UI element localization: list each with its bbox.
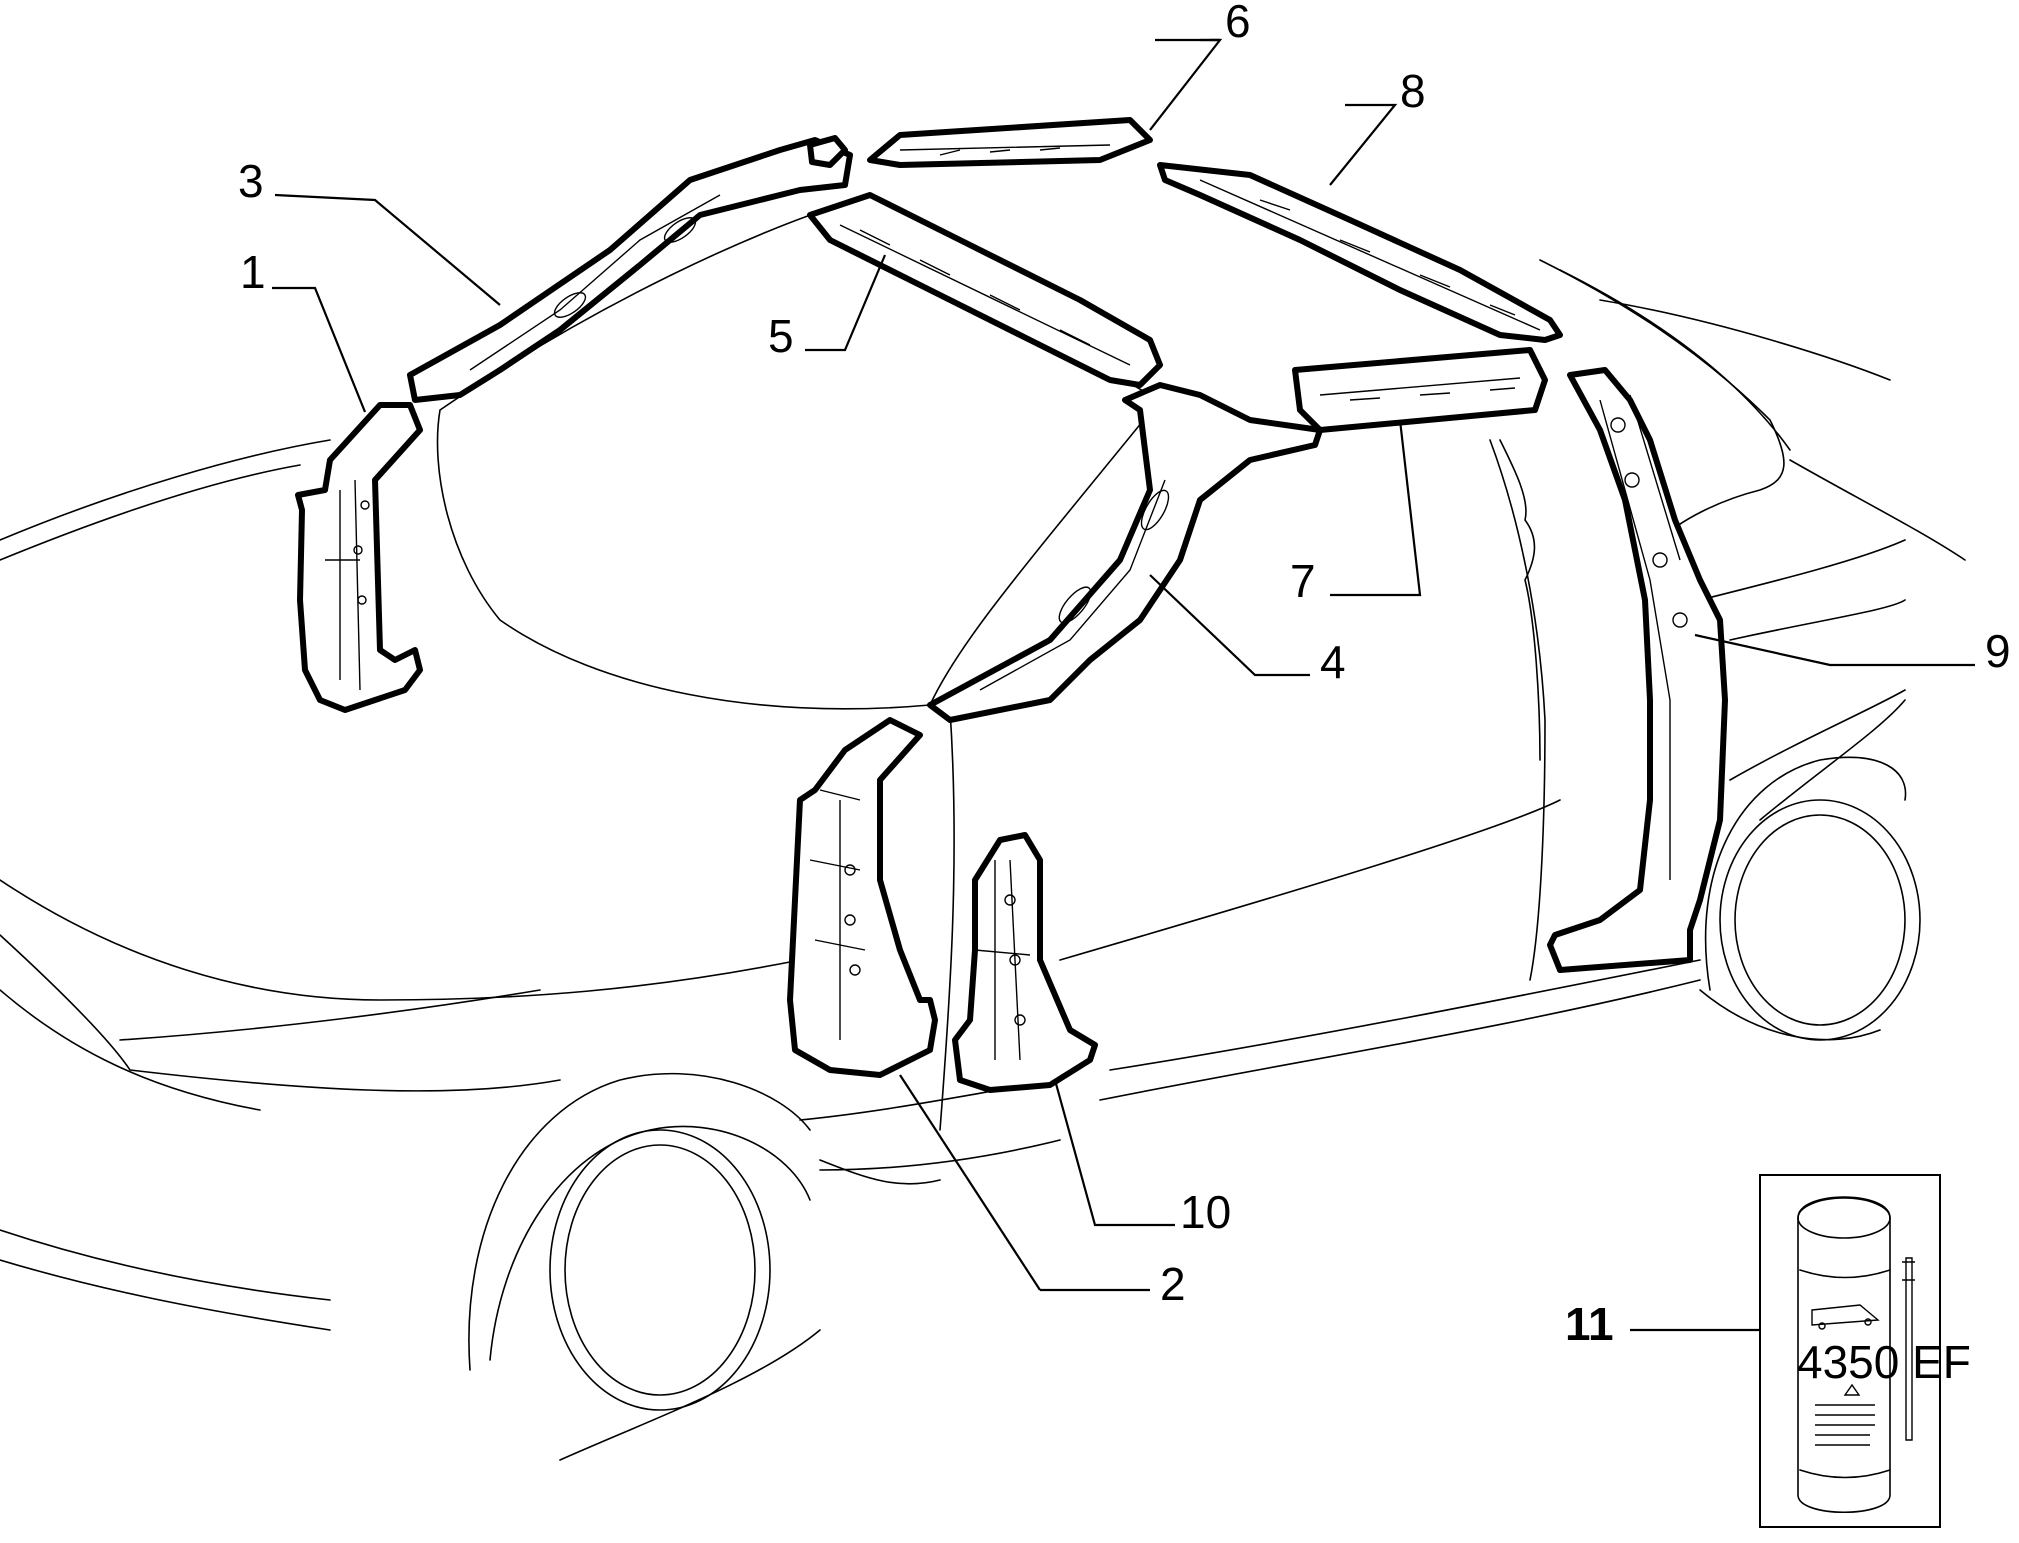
leader-8 (1329, 103, 1398, 186)
callout-11: 11 (1565, 1298, 1614, 1350)
part-9-rear-pillar (1547, 367, 1728, 973)
part-10-b-pillar-lower (952, 832, 1098, 1093)
part-11-sealant-canister: 4350 EF (1759, 1174, 1971, 1528)
callout-6: 6 (1225, 0, 1251, 47)
part-8-roof-rail-rear (1157, 162, 1563, 343)
leader-5 (805, 254, 887, 352)
callout-3: 3 (238, 155, 264, 207)
callout-labels: 1 2 3 4 5 6 7 8 9 10 11 (238, 0, 2011, 1350)
warning-triangle-icon (1843, 1383, 1861, 1396)
callout-9: 9 (1985, 625, 2011, 677)
canister-body (1797, 1196, 1891, 1514)
car-icon (1811, 1304, 1880, 1326)
canister-frame (1759, 1174, 1941, 1528)
callout-8: 8 (1400, 65, 1426, 117)
callout-5: 5 (768, 310, 794, 362)
part-6-roof-crossmember (807, 117, 1153, 168)
leader-2 (899, 1074, 1041, 1291)
callout-2: 2 (1160, 1258, 1186, 1310)
leader-10 (1053, 1079, 1175, 1227)
part-1-pillar-lower (295, 402, 423, 713)
canister-label: 4350 EF (1797, 1336, 1971, 1388)
part-7-roof-panel (1292, 347, 1548, 433)
leader-9 (1694, 633, 1975, 667)
part-5-roof-bow (807, 192, 1163, 388)
part-2-door-pillar (787, 717, 938, 1078)
leader-3 (274, 193, 501, 306)
leader-1 (272, 286, 367, 413)
callout-4: 4 (1320, 636, 1346, 688)
part-4-roof-rail-right (927, 382, 1323, 723)
callout-10: 10 (1180, 1186, 1231, 1238)
leader-lines (272, 38, 1975, 1332)
part-3-roof-rail-front (407, 137, 853, 403)
callout-7: 7 (1290, 555, 1316, 607)
leader-6 (1149, 38, 1223, 131)
leader-4 (1149, 574, 1310, 677)
callout-1: 1 (240, 246, 266, 298)
leader-7 (1330, 419, 1422, 597)
car-body-outline (0, 204, 1966, 1461)
